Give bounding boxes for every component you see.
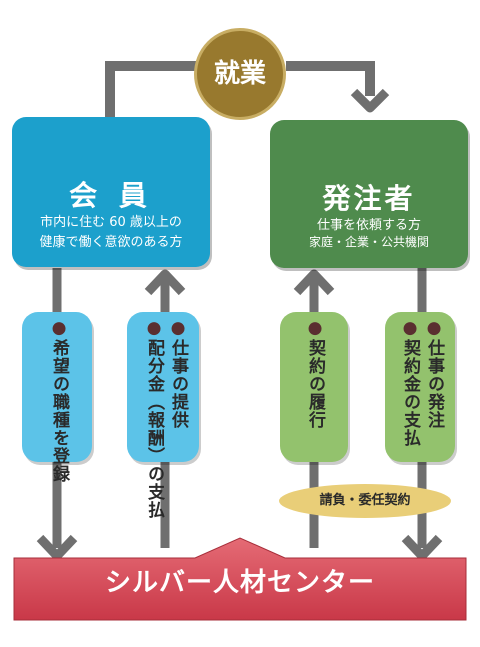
flow-register-pill: ●希望の職種を登録 <box>22 312 92 483</box>
member-title: 会 員 <box>69 179 153 212</box>
flow-perform-text: ●契約の履行 <box>305 318 325 429</box>
flow-provide-line1: ●仕事の提供 <box>168 318 188 429</box>
flow-order-line2: ●契約金の支払 <box>400 318 420 447</box>
bullet-icon: ● <box>168 318 188 339</box>
work-arrow-head <box>350 88 390 113</box>
flow-provide-pill: ●仕事の提供 ●配分金（報酬）の支払 <box>127 312 199 519</box>
work-circle: 就業 <box>194 28 286 120</box>
work-loop-right <box>286 61 375 96</box>
client-description-line1: 仕事を依頼する方 <box>316 218 421 233</box>
contract-oval: 請負・委任契約 <box>279 484 451 518</box>
bullet-icon: ● <box>424 318 444 339</box>
client-title: 発注者 <box>322 182 416 215</box>
flow-order-pill: ●仕事の発注 ●契約金の支払 <box>385 312 455 462</box>
center-label: シルバー人材センター <box>104 568 375 598</box>
member-description-line2: 健康で働く意欲のある方 <box>39 235 183 250</box>
bullet-icon: ● <box>305 318 325 339</box>
flow-provide-line2: ●配分金（報酬）の支払 <box>144 318 164 519</box>
center-banner <box>13 537 467 621</box>
client-description-line2: 家庭・企業・公共機関 <box>308 235 429 249</box>
flow-perform-pill: ●契約の履行 <box>280 312 348 462</box>
work-loop-left <box>105 61 196 117</box>
flow-order-line1: ●仕事の発注 <box>424 318 444 429</box>
member-box: 会 員 市内に住む 60 歳以上の 健康で働く意欲のある方 <box>12 117 210 267</box>
flow-register-text: ●希望の職種を登録 <box>49 318 69 483</box>
client-box: 発注者 仕事を依頼する方 家庭・企業・公共機関 <box>270 120 468 268</box>
member-description-line1: 市内に住む 60 歳以上の <box>40 215 182 230</box>
bullet-icon: ● <box>400 318 420 339</box>
bullet-icon: ● <box>144 318 164 339</box>
bullet-icon: ● <box>49 318 69 339</box>
